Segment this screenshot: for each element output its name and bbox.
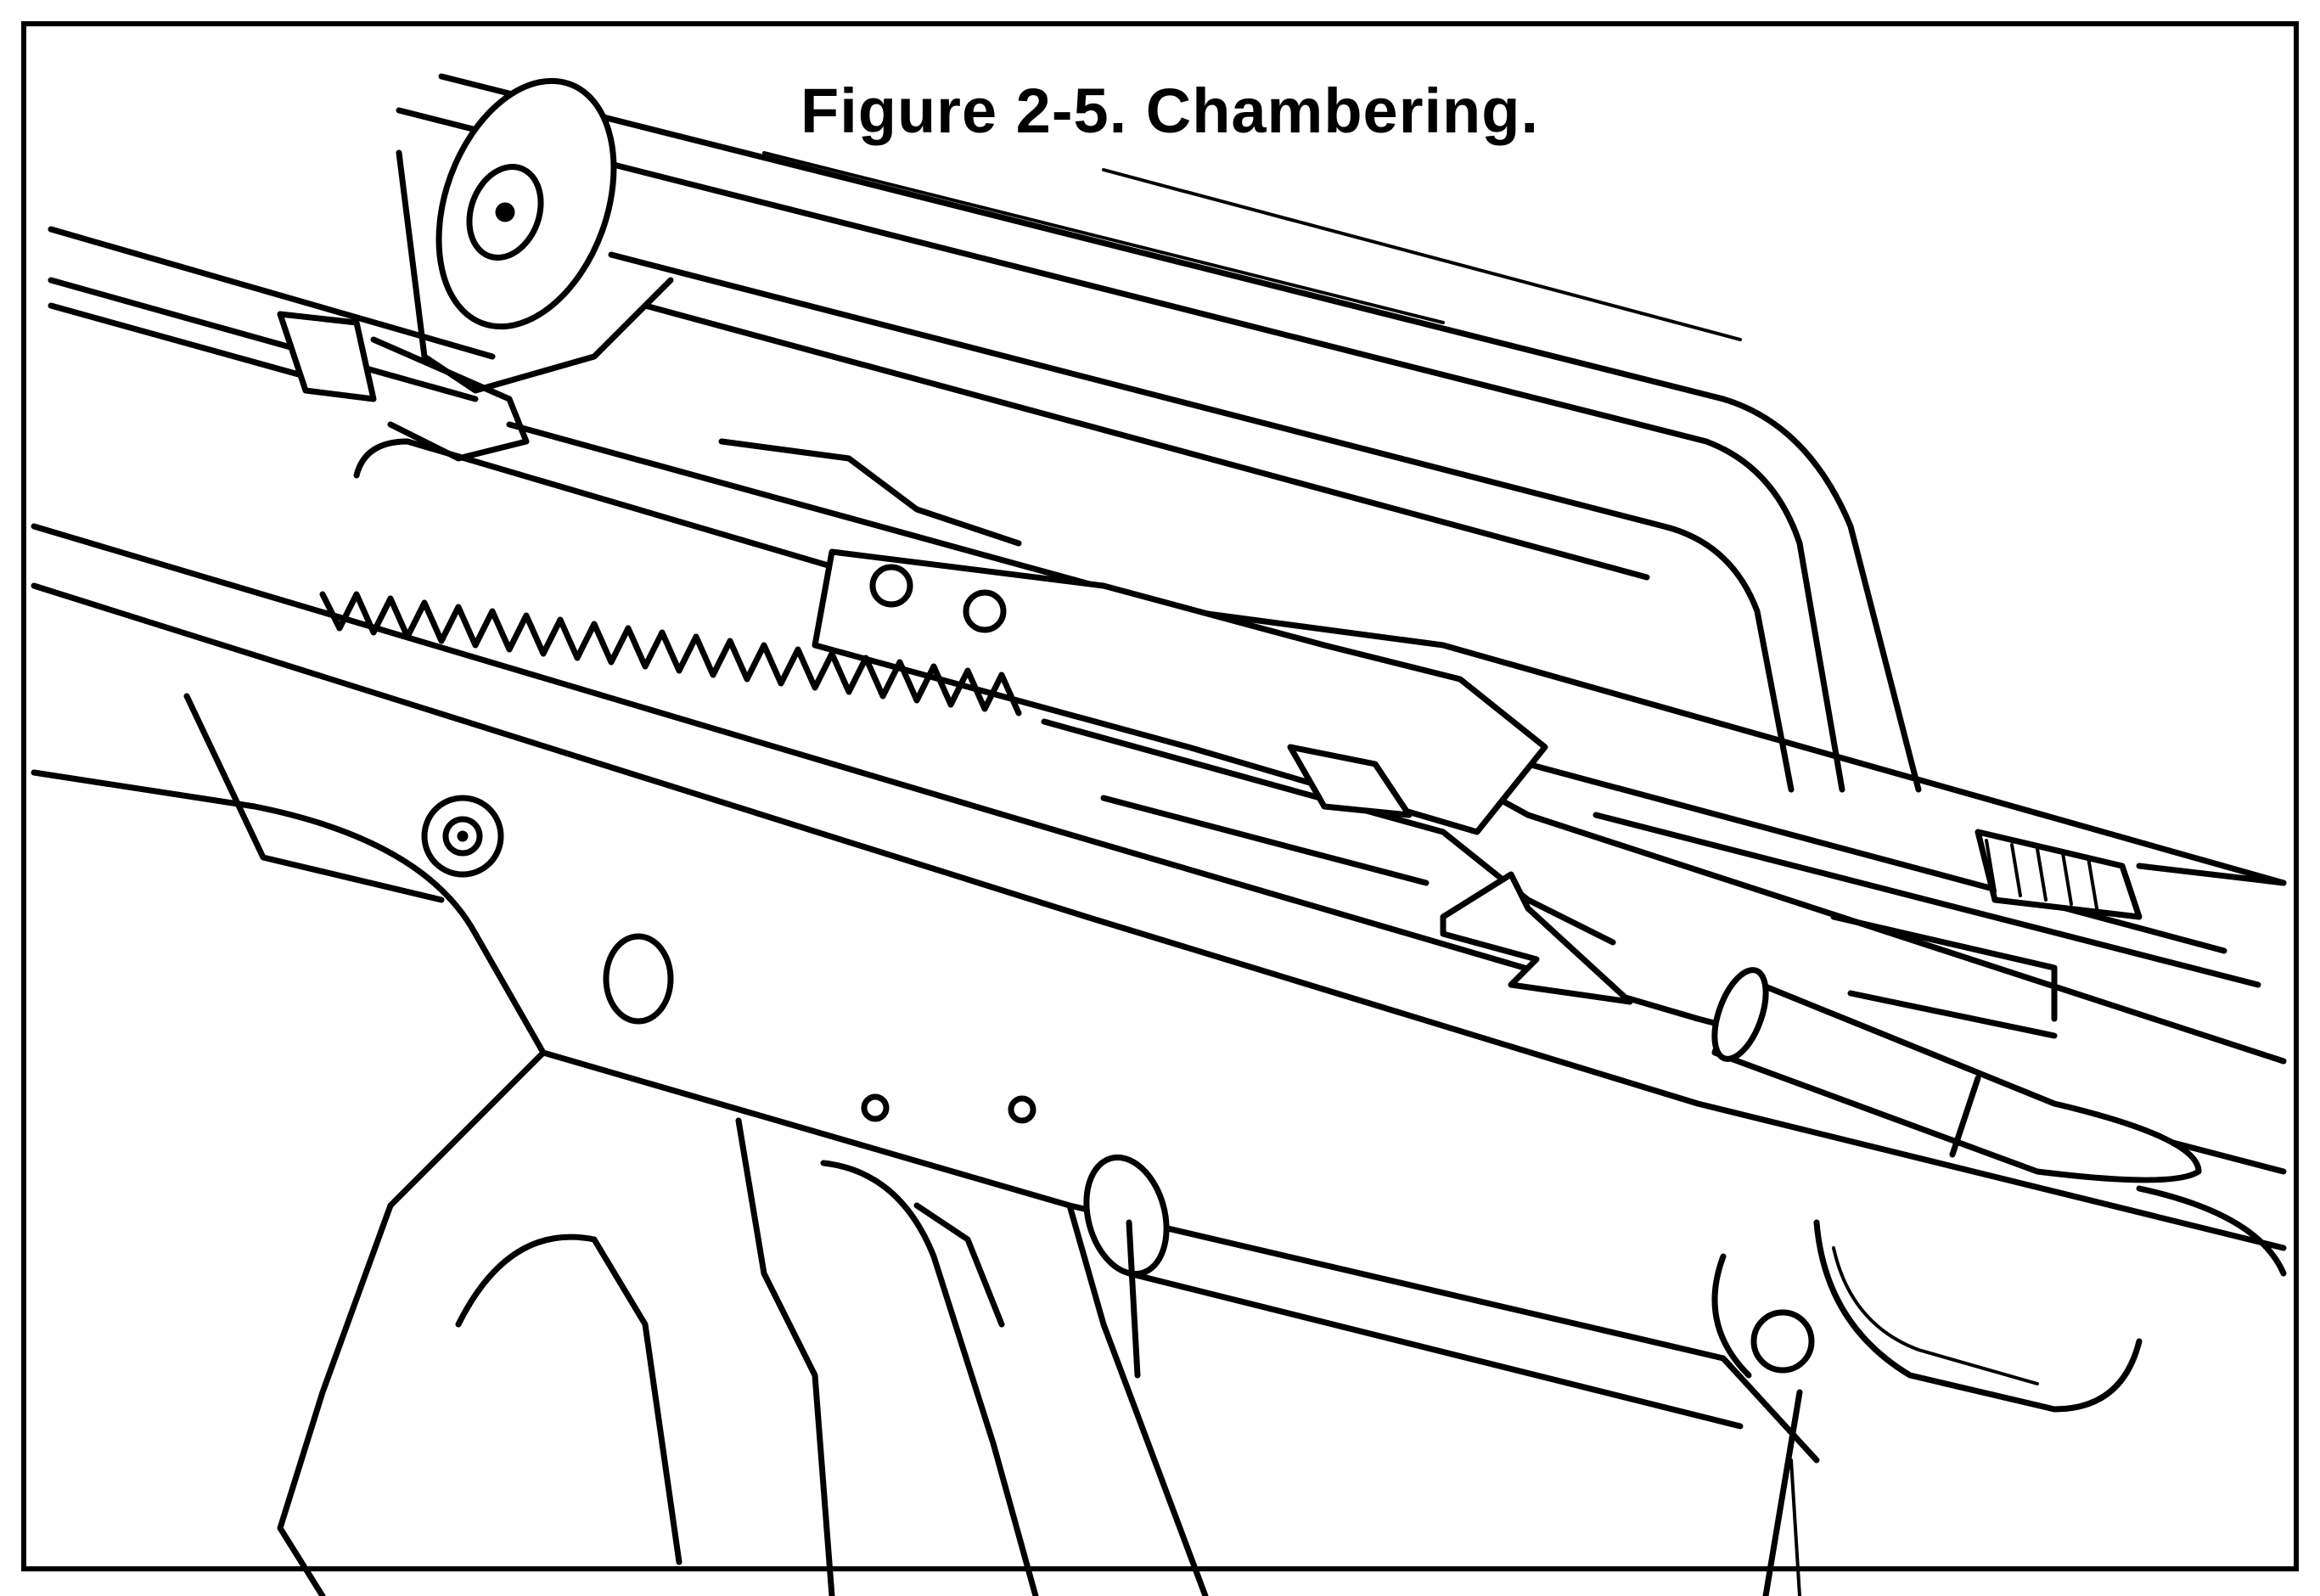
bolt-carrier [812, 548, 1616, 946]
barrel-extension [1830, 829, 2287, 1039]
charging-handle [48, 226, 530, 462]
lower-receiver [31, 693, 1820, 1596]
rear-sight-drum [396, 77, 674, 394]
cartridge [1711, 967, 2202, 1183]
pistol-grip [277, 1049, 1803, 1596]
figure-border [21, 21, 2299, 1571]
takedown-pin [1711, 1253, 1815, 1379]
buffer-spring [319, 591, 1022, 717]
carrying-handle [396, 73, 1922, 793]
figure-caption: Figure 2-5. Chambering. [794, 75, 1547, 147]
delta-ring [1813, 1185, 2287, 1413]
chambering-arrow [1440, 871, 1633, 1005]
